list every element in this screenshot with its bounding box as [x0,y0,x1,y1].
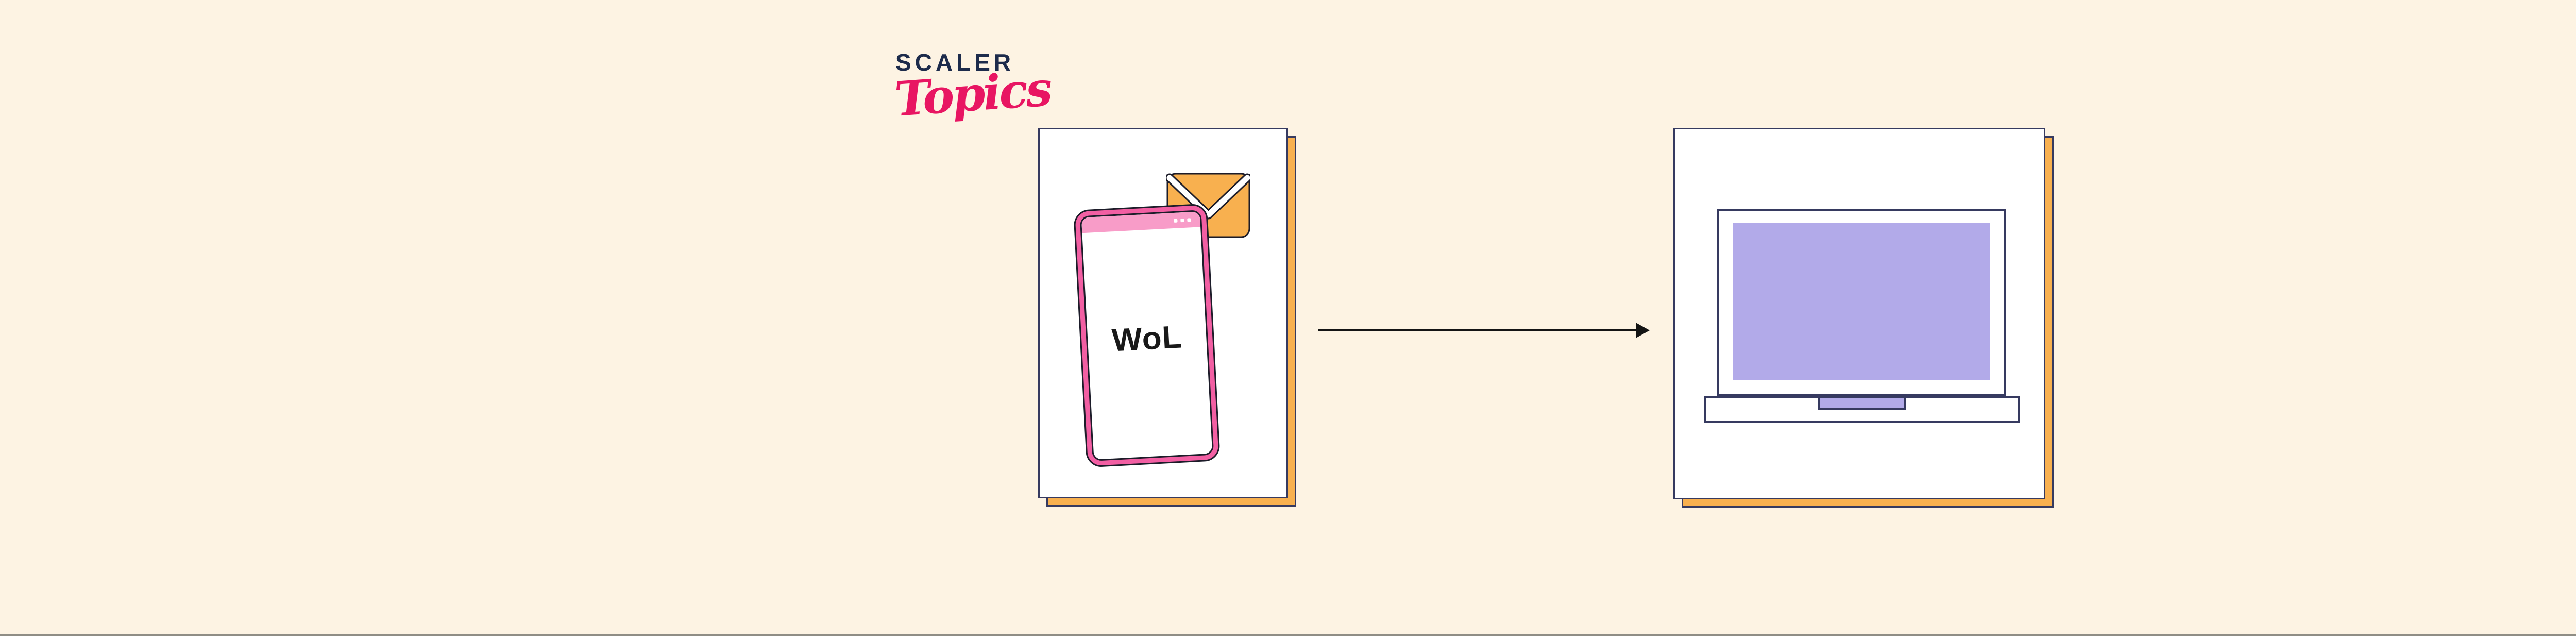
target-card-face [1673,128,2045,499]
arrow-right-icon [1317,317,1652,343]
logo-brand-text: SCALER [895,49,1015,76]
scaler-topics-logo: SCALER Topics [893,49,1053,127]
wol-packet-label: WoL [1111,319,1183,359]
target-card [1673,128,2054,508]
laptop-display [1733,223,1990,380]
topbar-dot [1187,217,1191,222]
smartphone-icon: WoL [1073,203,1221,468]
laptop-base [1704,396,2020,423]
source-card-face: WoL [1038,128,1288,498]
source-card: WoL [1038,128,1296,507]
logo-script-text: Topics [893,60,1053,127]
topbar-dot [1174,219,1178,223]
topbar-dot [1180,218,1184,222]
laptop-hinge-notch [1818,398,1906,410]
phone-body: WoL [1082,227,1212,459]
laptop-monitor [1717,209,2006,396]
window-bottom-edge [0,634,2576,636]
phone-screen: WoL [1079,210,1214,461]
